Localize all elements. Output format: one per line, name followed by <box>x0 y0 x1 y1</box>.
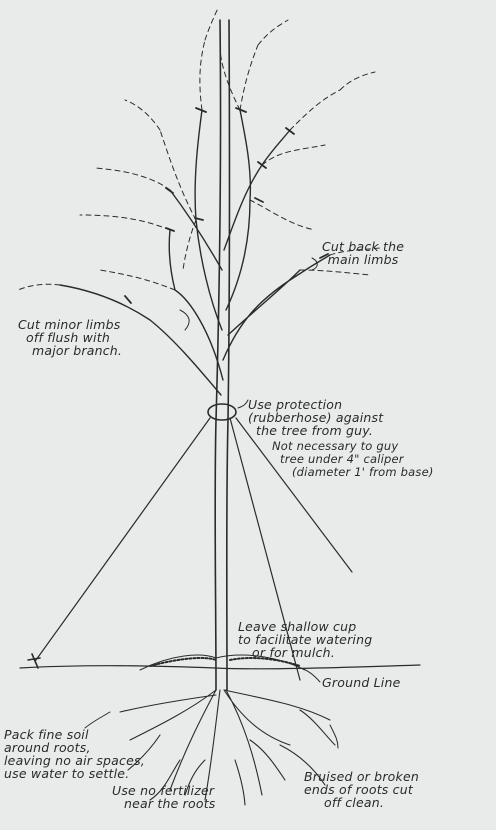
protection-label: Use protection (rubberhose) against the … <box>248 398 383 437</box>
guy-note-label: Not necessary to guy tree under 4" calip… <box>272 440 434 479</box>
ground-line-label: Ground Line <box>322 676 400 689</box>
trunk <box>215 20 229 690</box>
shallow-cup-label: Leave shallow cup to facilitate watering… <box>238 620 372 659</box>
cut-marks <box>125 108 328 303</box>
cut-minor-limbs-label: Cut minor limbs off flush with major bra… <box>18 318 122 357</box>
bruised-roots-label: Bruised or broken ends of roots cut off … <box>304 770 419 809</box>
no-fertilizer-label: Use no fertilizer near the roots <box>112 784 216 810</box>
cut-main-limbs-label: Cut back the main limbs <box>322 240 404 266</box>
rubber-hose <box>208 404 236 420</box>
ground-line <box>20 665 420 669</box>
pack-soil-label: Pack fine soil around roots, leaving no … <box>4 728 145 780</box>
